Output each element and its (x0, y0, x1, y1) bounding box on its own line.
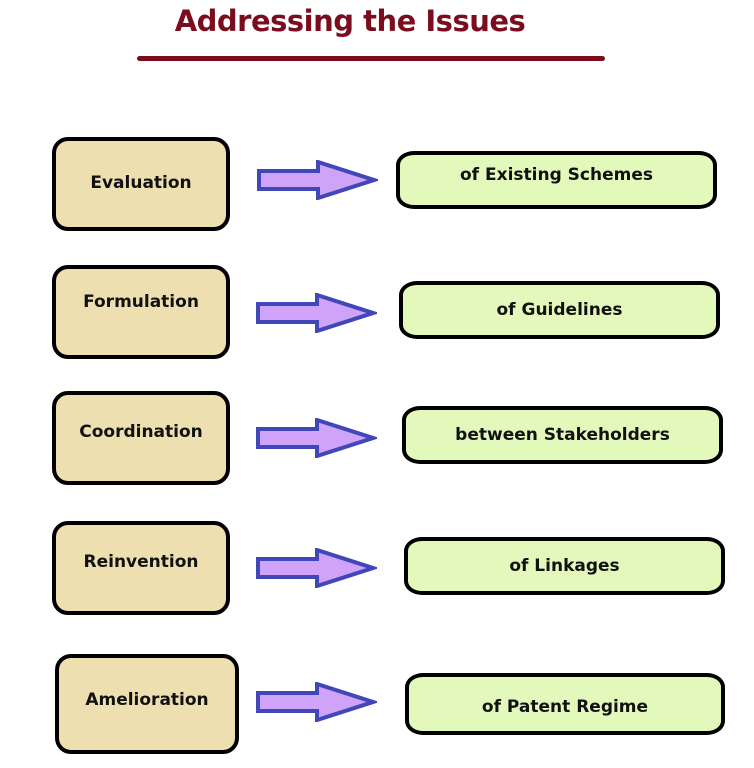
diagram-title: Addressing the Issues (174, 4, 526, 38)
action-box-coordination: Coordination (52, 391, 230, 485)
arrow-right-icon (256, 293, 377, 333)
object-box-patent-regime: of Patent Regime (405, 673, 725, 735)
arrow-right-icon (256, 418, 377, 458)
object-box-existing-schemes: of Existing Schemes (396, 151, 717, 209)
arrow-right-icon (257, 160, 378, 200)
object-box-linkages: of Linkages (404, 537, 725, 595)
arrow-right-icon (256, 548, 377, 588)
action-label: Formulation (83, 292, 199, 312)
arrow-right-icon (256, 682, 377, 722)
object-label: of Patent Regime (481, 697, 649, 717)
action-label: Reinvention (83, 552, 199, 572)
action-box-formulation: Formulation (52, 265, 230, 359)
action-box-evaluation: Evaluation (52, 137, 230, 231)
title-underline (137, 56, 605, 61)
object-label: of Existing Schemes (460, 165, 653, 185)
action-box-reinvention: Reinvention (52, 521, 230, 615)
object-label: between Stakeholders (455, 425, 670, 445)
object-label: of Linkages (509, 556, 620, 576)
action-label: Coordination (79, 422, 203, 442)
object-box-guidelines: of Guidelines (399, 281, 720, 339)
object-box-stakeholders: between Stakeholders (402, 406, 723, 464)
action-label: Amelioration (85, 690, 209, 710)
action-box-amelioration: Amelioration (55, 654, 239, 754)
object-label: of Guidelines (496, 300, 623, 320)
action-label: Evaluation (90, 173, 192, 193)
